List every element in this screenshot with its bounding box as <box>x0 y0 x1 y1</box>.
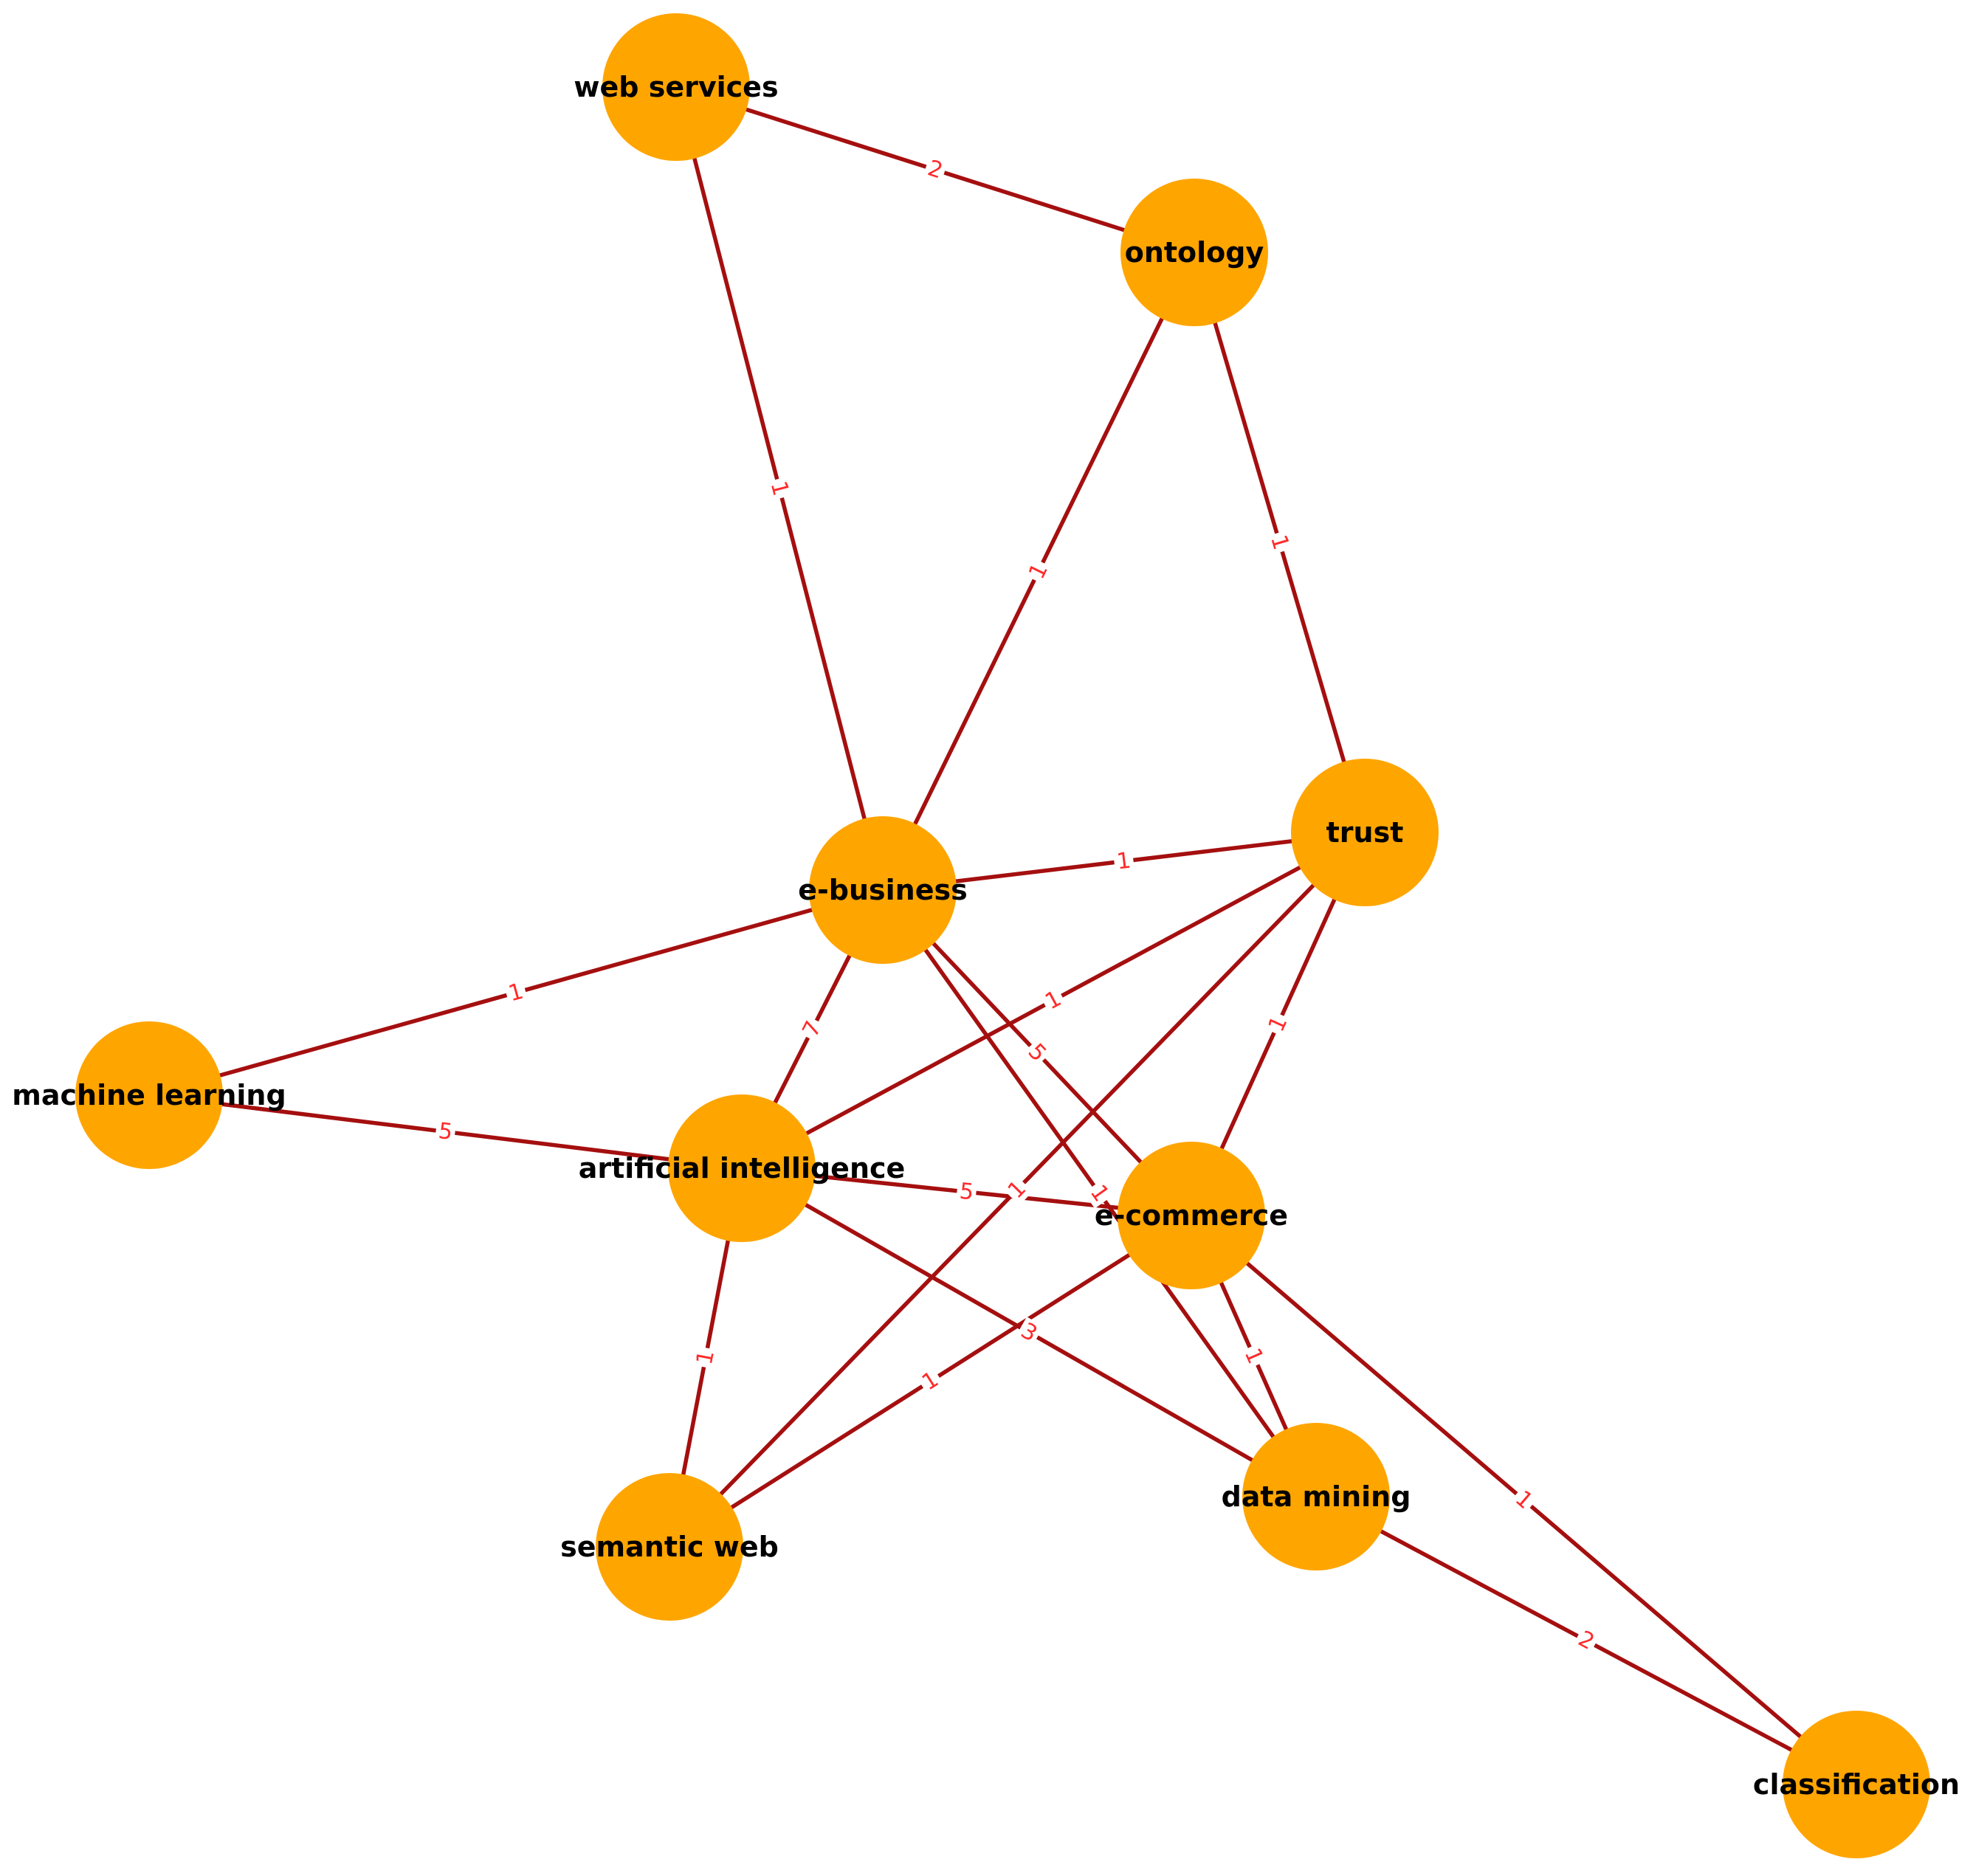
edge-label-group: 1 <box>1264 529 1295 556</box>
edge-weight-label: 1 <box>1115 847 1132 875</box>
node-circle <box>596 1473 743 1621</box>
edge-weight-label: 1 <box>1265 532 1294 553</box>
edge-label-background <box>1014 1317 1044 1348</box>
node-label: e-business <box>798 874 968 906</box>
edge-label-group: 3 <box>1014 1317 1044 1348</box>
edge-label-group: 1 <box>691 1345 720 1370</box>
node-circle <box>1291 759 1439 906</box>
edges-layer <box>148 85 1858 1787</box>
edge-label-background <box>1001 1173 1033 1206</box>
node-label: machine learning <box>12 1079 286 1111</box>
node-circle <box>668 1094 816 1242</box>
edge-label-group: 1 <box>503 978 529 1007</box>
edge-label-background <box>434 1118 457 1145</box>
node-machine-learning: machine learning <box>12 1021 286 1169</box>
node-label: data mining <box>1222 1480 1411 1513</box>
edge-label-background <box>503 978 529 1007</box>
nodes-layer: web services ontology trust e-business machi… <box>12 13 1960 1858</box>
node-artificial-intelligence: artificial intelligence <box>579 1094 906 1242</box>
node-e-commerce: e-commerce <box>1095 1142 1288 1289</box>
edge-label-group: 5 <box>434 1118 457 1145</box>
edge-label-background <box>915 1365 946 1397</box>
edge-label-background <box>765 476 794 501</box>
node-classification: classification <box>1753 1711 1960 1858</box>
node-label: trust <box>1326 816 1404 849</box>
edge-label-background <box>691 1345 720 1370</box>
edge-label-group: 1 <box>915 1365 946 1397</box>
edge-label-group: 1 <box>765 476 794 501</box>
edge-label-background <box>1021 1037 1053 1069</box>
edge-label-background <box>955 1178 978 1206</box>
edge-label-background <box>1112 847 1135 875</box>
node-circle <box>1120 179 1268 326</box>
edge-label-group: 1 <box>1238 1342 1270 1370</box>
edge-label-background <box>1039 984 1068 1016</box>
edge-label-group: 2 <box>922 154 948 185</box>
node-web-services: web services <box>574 13 779 161</box>
node-e-business: e-business <box>798 816 968 964</box>
edge-label-background <box>1023 556 1054 586</box>
edge-label-background <box>1238 1342 1270 1370</box>
edge-weight-label: 5 <box>437 1118 454 1145</box>
node-label: web services <box>574 71 778 103</box>
edge-label-group: 1 <box>1023 556 1054 586</box>
node-label: artificial intelligence <box>579 1152 906 1184</box>
edge-label-background <box>1571 1624 1601 1657</box>
node-circle <box>602 13 750 161</box>
edge-label-group: 2 <box>1571 1624 1601 1657</box>
node-semantic-web: semantic web <box>560 1473 779 1621</box>
edge-weight-label: 1 <box>506 979 526 1007</box>
edge-label-group: 1 <box>1262 1010 1294 1038</box>
node-circle <box>809 816 957 964</box>
edge-label-background <box>922 154 948 185</box>
edge-label-group: 1 <box>1112 847 1135 875</box>
node-ontology: ontology <box>1120 179 1268 326</box>
edge-label-background <box>796 1015 828 1044</box>
edge-label-background <box>1084 1178 1115 1209</box>
node-data-mining: data mining <box>1222 1423 1411 1570</box>
node-label: semantic web <box>560 1531 779 1563</box>
node-label: ontology <box>1125 236 1264 269</box>
edge-weight-label: 5 <box>958 1179 975 1206</box>
edge-label-background <box>1262 1010 1294 1038</box>
node-trust: trust <box>1291 759 1439 906</box>
edge-label-group: 7 <box>796 1015 828 1044</box>
edge-label-group: 1 <box>1039 984 1068 1016</box>
node-circle <box>75 1021 223 1169</box>
node-label: classification <box>1753 1768 1960 1801</box>
edge-label-group: 5 <box>955 1178 978 1206</box>
node-label: e-commerce <box>1095 1199 1288 1232</box>
edge-label-background <box>1508 1484 1540 1516</box>
node-circle <box>1783 1711 1930 1858</box>
edge-label-background <box>1264 529 1295 556</box>
node-circle <box>1242 1423 1390 1570</box>
node-circle <box>1118 1142 1265 1289</box>
